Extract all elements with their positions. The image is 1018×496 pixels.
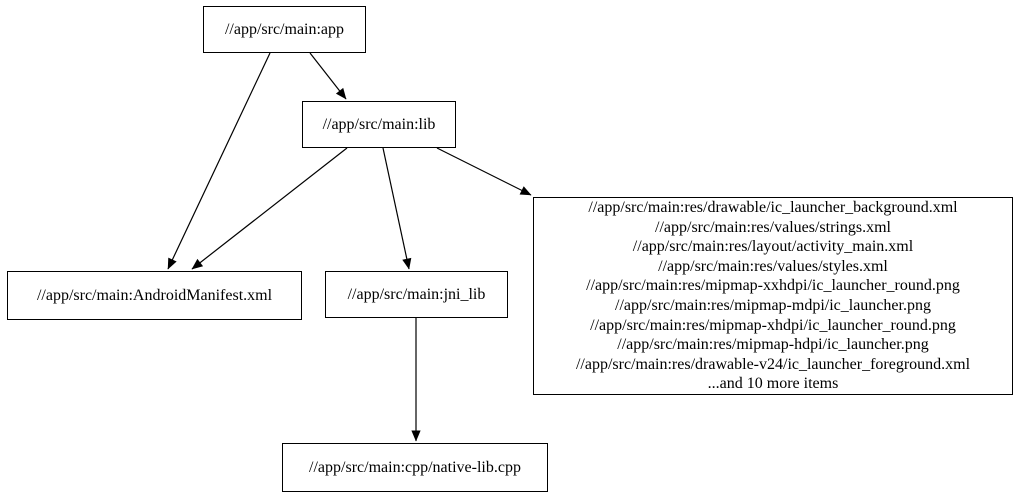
resource-item-line: //app/src/main:res/drawable/ic_launcher_… bbox=[588, 199, 958, 217]
node-app: //app/src/main:app bbox=[203, 6, 366, 53]
resource-item-line-more: ...and 10 more items bbox=[707, 375, 839, 393]
node-resources-group: //app/src/main:res/drawable/ic_launcher_… bbox=[533, 197, 1013, 395]
resource-item-line: //app/src/main:res/mipmap-hdpi/ic_launch… bbox=[617, 336, 929, 354]
node-android-manifest: //app/src/main:AndroidManifest.xml bbox=[7, 271, 302, 320]
edge-lib-to-resources bbox=[436, 147, 532, 196]
node-native-lib-cpp: //app/src/main:cpp/native-lib.cpp bbox=[282, 443, 548, 492]
node-lib-label: //app/src/main:lib bbox=[322, 115, 436, 133]
edge-app-to-manifest bbox=[167, 52, 271, 270]
resource-item-line: //app/src/main:res/values/styles.xml bbox=[658, 257, 888, 275]
resource-item-line: //app/src/main:res/mipmap-xxhdpi/ic_laun… bbox=[586, 277, 960, 295]
resource-item-line: //app/src/main:res/drawable-v24/ic_launc… bbox=[575, 355, 971, 373]
resource-item-line: //app/src/main:res/values/strings.xml bbox=[655, 218, 891, 236]
resource-item-line: //app/src/main:res/layout/activity_main.… bbox=[632, 238, 914, 256]
node-jni-lib-label: //app/src/main:jni_lib bbox=[347, 285, 486, 303]
node-lib: //app/src/main:lib bbox=[302, 101, 456, 148]
resource-item-line: //app/src/main:res/mipmap-xhdpi/ic_launc… bbox=[590, 316, 956, 334]
node-android-manifest-label: //app/src/main:AndroidManifest.xml bbox=[36, 286, 273, 304]
node-native-lib-cpp-label: //app/src/main:cpp/native-lib.cpp bbox=[309, 458, 521, 476]
edge-app-to-lib bbox=[309, 52, 347, 100]
node-app-label: //app/src/main:app bbox=[224, 20, 345, 38]
edge-lib-to-jni-lib bbox=[382, 147, 412, 270]
edge-lib-to-manifest bbox=[191, 147, 348, 270]
node-jni-lib: //app/src/main:jni_lib bbox=[325, 271, 508, 318]
resource-item-line: //app/src/main:res/mipmap-mdpi/ic_launch… bbox=[615, 297, 931, 314]
